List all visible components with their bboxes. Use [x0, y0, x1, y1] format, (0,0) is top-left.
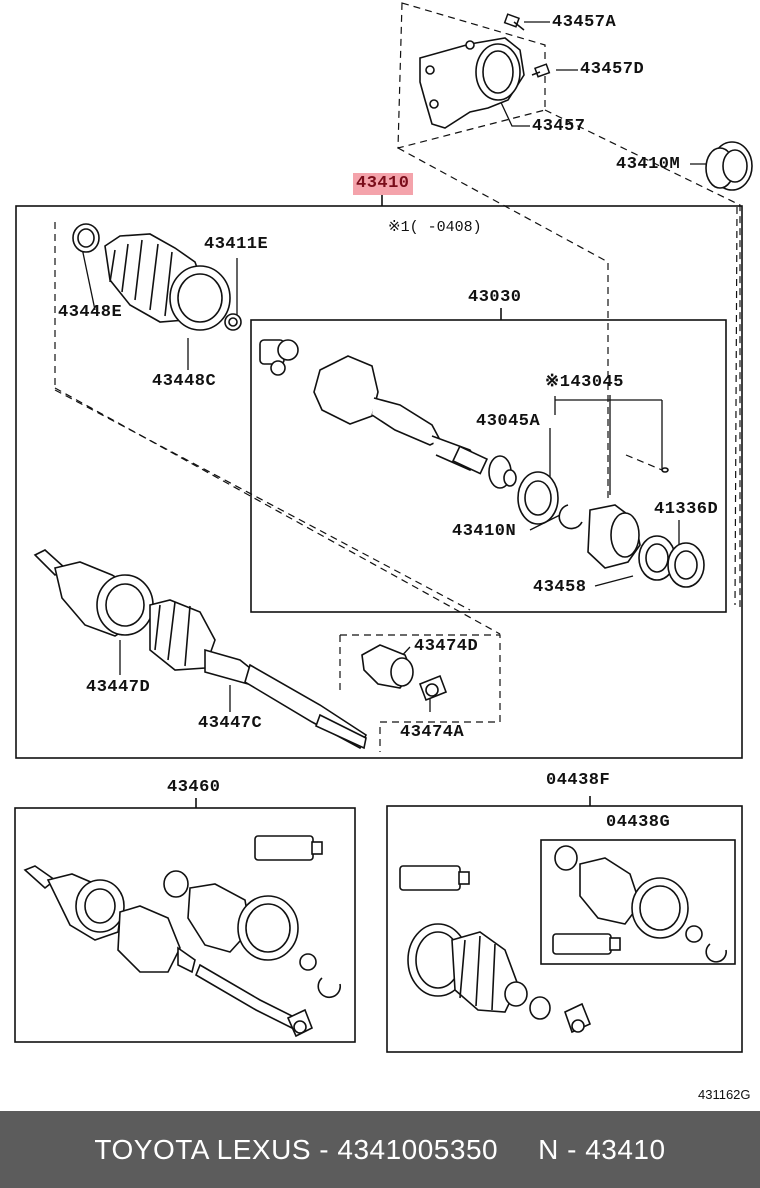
boot-subkit-frame	[540, 839, 736, 965]
shaft-kit-icon	[23, 835, 342, 1038]
label-43448e: 43448E	[58, 303, 123, 322]
note-text: ※1( -0408)	[388, 219, 482, 236]
label-43457: 43457	[532, 117, 586, 136]
label-43447c: 43447C	[198, 714, 263, 733]
boot-kit-frame	[386, 805, 743, 1053]
label-41336d: 41336D	[654, 500, 719, 519]
label-04438f: 04438F	[546, 771, 611, 790]
label-43457a: 43457A	[552, 13, 617, 32]
boot-icon	[72, 223, 242, 331]
shaft-kit-frame	[14, 807, 356, 1043]
label-43411e: 43411E	[204, 235, 269, 254]
figure-code: 431162G	[698, 1087, 751, 1102]
bearing-bracket-icon	[419, 37, 525, 129]
main-part-number[interactable]: 43410	[353, 173, 413, 195]
bolt-icon	[503, 13, 551, 78]
drive-shaft-icon	[33, 549, 368, 750]
label-43030: 43030	[468, 288, 522, 307]
footer-bar: TOYOTA LEXUS - 4341005350 N - 43410	[0, 1111, 760, 1188]
label-43474a: 43474A	[400, 723, 465, 742]
label-43458: 43458	[533, 578, 587, 597]
label-143045: ※143045	[545, 373, 624, 392]
seal-icon	[705, 141, 753, 191]
label-43460: 43460	[167, 778, 221, 797]
label-43410m: 43410M	[616, 155, 681, 174]
parts-diagram	[14, 2, 753, 1053]
label-04438g: 04438G	[606, 813, 671, 832]
label-43447d: 43447D	[86, 678, 151, 697]
main-assembly-frame	[15, 205, 743, 759]
footer-brand: TOYOTA LEXUS - 4341005350	[94, 1133, 499, 1165]
label-43045a: 43045A	[476, 412, 541, 431]
label-43474d: 43474D	[414, 637, 479, 656]
dust-cover-icon	[361, 644, 448, 702]
label-43448c: 43448C	[152, 372, 217, 391]
inner-joint-icon	[259, 339, 705, 588]
label-43457d: 43457D	[580, 60, 645, 79]
joint-assembly-frame	[250, 319, 727, 613]
boot-kit-icon	[399, 845, 727, 1034]
label-43410n: 43410N	[452, 522, 517, 541]
footer-ref: N - 43410	[538, 1133, 666, 1165]
